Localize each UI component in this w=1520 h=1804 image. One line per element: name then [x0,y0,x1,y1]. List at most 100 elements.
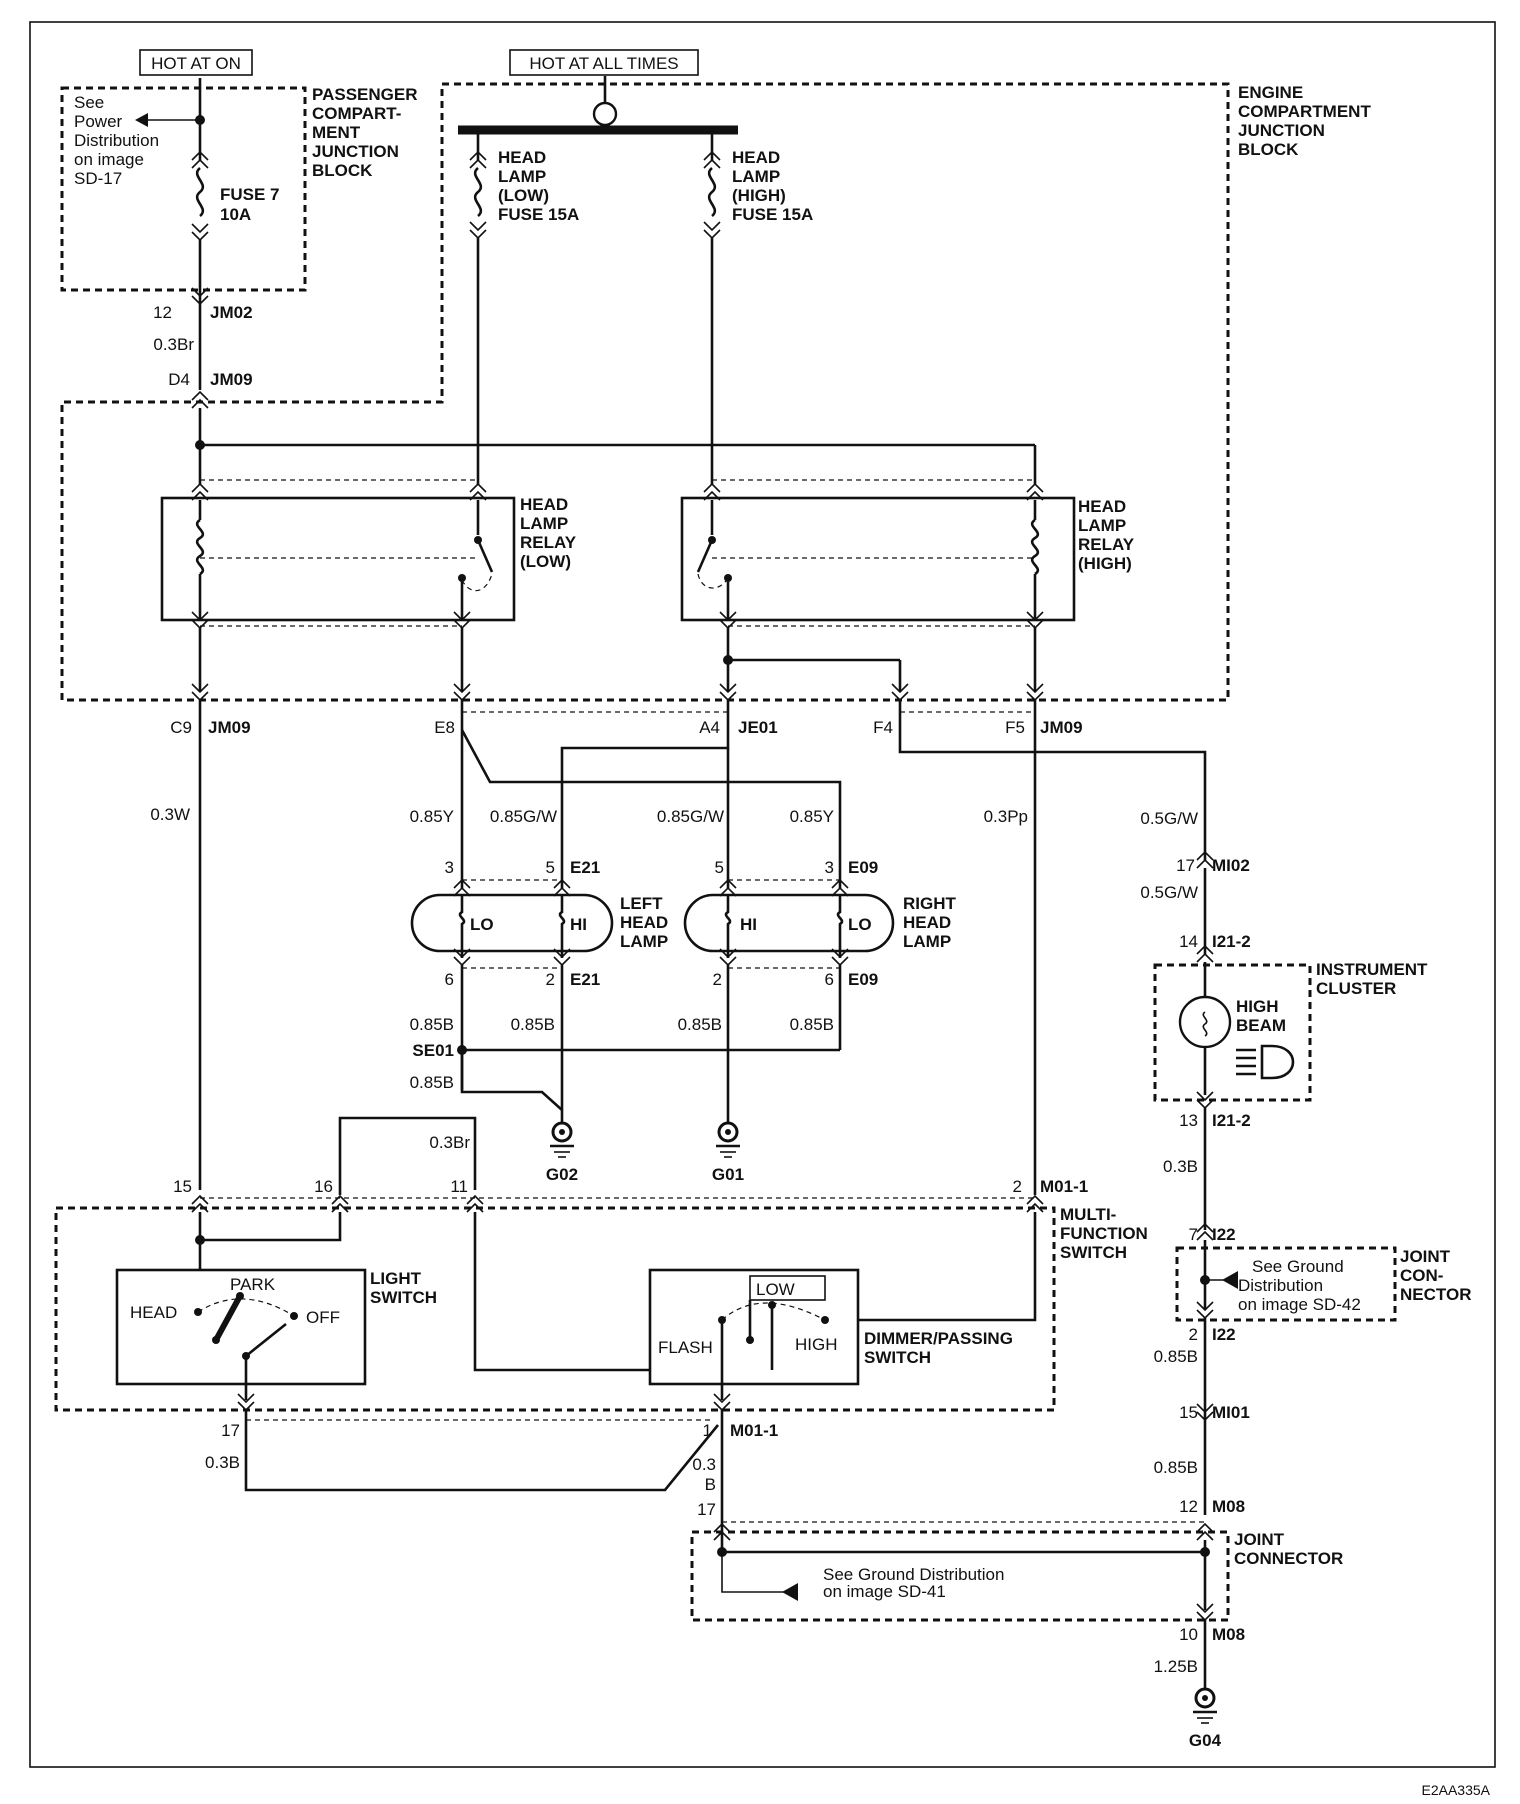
svg-text:17: 17 [1176,856,1195,875]
svg-text:M08: M08 [1212,1625,1245,1644]
svg-text:0.85G/W: 0.85G/W [657,807,724,826]
svg-text:15: 15 [173,1177,192,1196]
svg-text:5: 5 [546,858,555,877]
svg-text:HI: HI [740,915,757,934]
svg-text:OFF: OFF [306,1308,340,1327]
svg-text:2: 2 [1189,1325,1198,1344]
svg-text:B: B [705,1475,716,1494]
svg-text:0.5G/W: 0.5G/W [1140,883,1198,902]
svg-text:17: 17 [697,1500,716,1519]
svg-text:F4: F4 [873,718,893,737]
svg-text:HOT AT ON: HOT AT ON [151,54,241,73]
svg-text:11: 11 [450,1177,468,1196]
svg-text:D4: D4 [168,370,190,389]
svg-text:2: 2 [713,970,722,989]
svg-text:0.85B: 0.85B [678,1015,722,1034]
svg-text:LOW: LOW [756,1280,795,1299]
hot-at-on-label: HOT AT ON [139,49,253,76]
svg-text:E09: E09 [848,970,878,989]
svg-text:E09: E09 [848,858,878,877]
svg-text:FUSE 7: FUSE 7 [220,185,280,204]
svg-text:M01-1: M01-1 [730,1421,778,1440]
svg-text:0.85Y: 0.85Y [410,807,454,826]
svg-text:0.3Br: 0.3Br [153,335,194,354]
ground-g01: G01 [712,1121,744,1184]
svg-text:A4: A4 [699,718,720,737]
svg-text:MI02: MI02 [1212,856,1250,875]
svg-text:6: 6 [445,970,454,989]
svg-text:I22: I22 [1212,1225,1236,1244]
svg-text:JM02: JM02 [210,303,253,322]
svg-text:FLASH: FLASH [658,1338,713,1357]
svg-text:HIGH: HIGH [795,1335,838,1354]
svg-text:E21: E21 [570,970,600,989]
svg-text:10: 10 [1179,1625,1198,1644]
svg-text:0.3Br: 0.3Br [429,1133,470,1152]
svg-text:E8: E8 [434,718,455,737]
svg-text:C9: C9 [170,718,192,737]
svg-text:M01-1: M01-1 [1040,1177,1088,1196]
svg-text:0.3Pp: 0.3Pp [984,807,1028,826]
svg-text:0.85B: 0.85B [410,1015,454,1034]
svg-text:G01: G01 [712,1165,744,1184]
svg-text:5: 5 [715,858,724,877]
svg-text:10A: 10A [220,205,251,224]
hot-at-all-times-label: HOT AT ALL TIMES [509,49,699,76]
engine-junction-block [60,82,1230,702]
svg-text:0.85B: 0.85B [790,1015,834,1034]
svg-text:12: 12 [153,303,172,322]
page-code: E2AA335A [1422,1782,1491,1798]
svg-text:12: 12 [1179,1497,1198,1516]
high-beam-icon [1236,1044,1295,1080]
svg-text:MI01: MI01 [1212,1403,1250,1422]
svg-text:0.85B: 0.85B [410,1073,454,1092]
svg-text:F5: F5 [1005,718,1025,737]
svg-text:2: 2 [1013,1177,1022,1196]
svg-text:0.5G/W: 0.5G/W [1140,809,1198,828]
svg-text:JM09: JM09 [208,718,251,737]
svg-text:0.3B: 0.3B [1163,1157,1198,1176]
svg-text:14: 14 [1179,932,1198,951]
svg-text:6: 6 [825,970,834,989]
svg-text:I22: I22 [1212,1325,1236,1344]
svg-text:E21: E21 [570,858,600,877]
svg-text:0.3B: 0.3B [205,1453,240,1472]
svg-text:I21-2: I21-2 [1212,932,1251,951]
ground-g02: G02 [546,1121,578,1184]
svg-text:0.85B: 0.85B [1154,1347,1198,1366]
svg-text:0.85Y: 0.85Y [790,807,834,826]
svg-text:0.85G/W: 0.85G/W [490,807,557,826]
svg-text:3: 3 [825,858,834,877]
svg-text:7: 7 [1189,1225,1198,1244]
ground-g04: G04 [1189,1687,1222,1750]
svg-text:SE01: SE01 [412,1041,454,1060]
svg-text:0.3W: 0.3W [150,805,190,824]
svg-text:HOT AT ALL TIMES: HOT AT ALL TIMES [529,54,678,73]
svg-text:0.85B: 0.85B [511,1015,555,1034]
svg-text:G02: G02 [546,1165,578,1184]
